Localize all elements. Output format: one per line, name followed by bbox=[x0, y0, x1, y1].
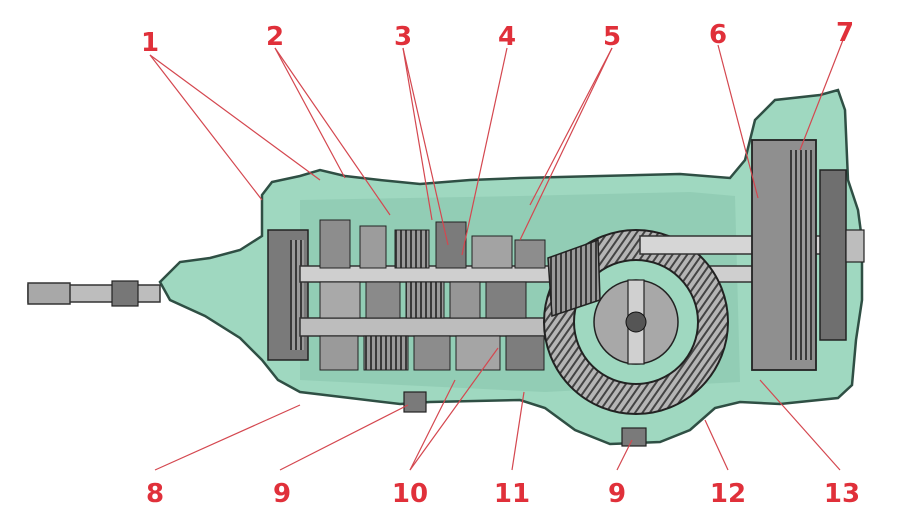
lower-gear-cluster bbox=[319, 281, 545, 371]
pinion-gear bbox=[547, 238, 601, 318]
rear-cover-plate bbox=[819, 169, 847, 341]
drain-plug-front bbox=[403, 391, 427, 413]
differential-hub bbox=[625, 311, 647, 333]
leader-lines bbox=[149, 39, 844, 471]
upper-gear-cluster bbox=[319, 219, 546, 269]
callout-4: 4 bbox=[497, 22, 517, 52]
input-shaft-end bbox=[27, 282, 71, 305]
callout-9-front: 9 bbox=[272, 479, 292, 509]
callout-8: 8 bbox=[145, 479, 165, 509]
clutch-plates bbox=[790, 150, 812, 360]
callout-3: 3 bbox=[393, 22, 413, 52]
callout-10: 10 bbox=[391, 479, 429, 509]
drain-plug-rear bbox=[621, 427, 647, 447]
callout-1: 1 bbox=[140, 28, 160, 58]
callout-9-rear: 9 bbox=[607, 479, 627, 509]
input-shaft-collar bbox=[111, 280, 139, 307]
callout-12: 12 bbox=[709, 479, 747, 509]
callout-7: 7 bbox=[835, 18, 855, 48]
callout-13: 13 bbox=[823, 479, 861, 509]
callout-5: 5 bbox=[602, 22, 622, 52]
callout-6: 6 bbox=[708, 20, 728, 50]
callout-2: 2 bbox=[265, 22, 285, 52]
counter-shaft bbox=[299, 317, 561, 337]
rear-flange bbox=[845, 229, 865, 263]
callout-11: 11 bbox=[493, 479, 531, 509]
